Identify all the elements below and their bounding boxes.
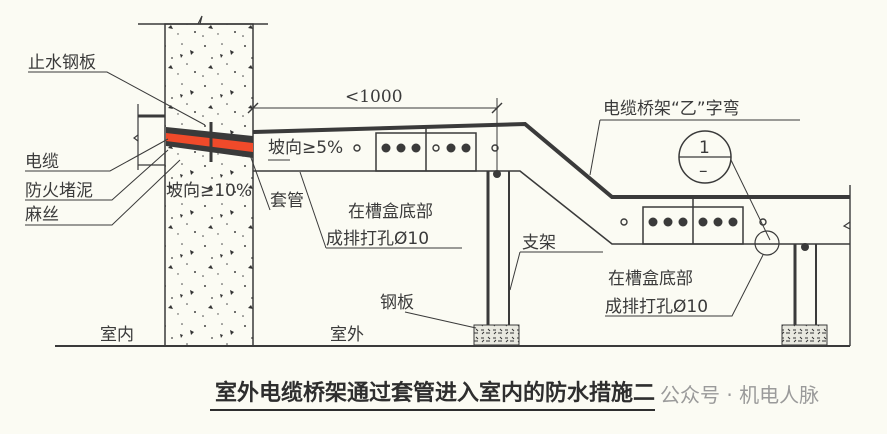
detail-number: 1 [699, 138, 710, 158]
label-sleeve: 套管 [270, 191, 304, 211]
drain-holes-box-left [353, 125, 499, 172]
label-dimension: <1000 [345, 87, 403, 107]
indoor-tray-stub [133, 104, 165, 170]
label-z-bend: 电缆桥架“乙”字弯 [603, 99, 740, 119]
drain-holes-box-right [620, 199, 767, 245]
label-holes-b-line1: 在槽盒底部 [608, 269, 693, 289]
diagram-title: 室外电缆桥架通过套管进入室内的防水措施二 [215, 380, 655, 406]
label-holes-a-line1: 在槽盒底部 [348, 202, 433, 222]
detail-callout [678, 130, 780, 256]
label-outdoor: 室外 [330, 325, 364, 345]
label-hemp: 麻丝 [25, 205, 59, 225]
label-support: 支架 [522, 233, 556, 253]
label-slope-10: 坡向≥10% [166, 181, 252, 201]
detail-sheet: – [699, 161, 708, 181]
label-holes-a-line2: 成排打孔Ø10 [326, 229, 429, 249]
leader-lines [25, 71, 800, 329]
sleeve-pipe [166, 122, 253, 162]
label-indoor: 室内 [100, 325, 134, 345]
label-fire-putty: 防火堵泥 [25, 181, 93, 201]
watermark: 公众号 · 机电人脉 [660, 383, 819, 407]
support-left [473, 170, 520, 346]
label-cable: 电缆 [25, 152, 59, 172]
label-slope-5: 坡向≥5% [268, 138, 343, 158]
label-waterstop-plate: 止水钢板 [28, 53, 96, 73]
wall [138, 15, 268, 347]
dimension-line [247, 96, 503, 172]
label-steel-plate: 钢板 [380, 293, 414, 313]
support-right [781, 243, 828, 346]
label-holes-b-line2: 成排打孔Ø10 [605, 297, 708, 317]
